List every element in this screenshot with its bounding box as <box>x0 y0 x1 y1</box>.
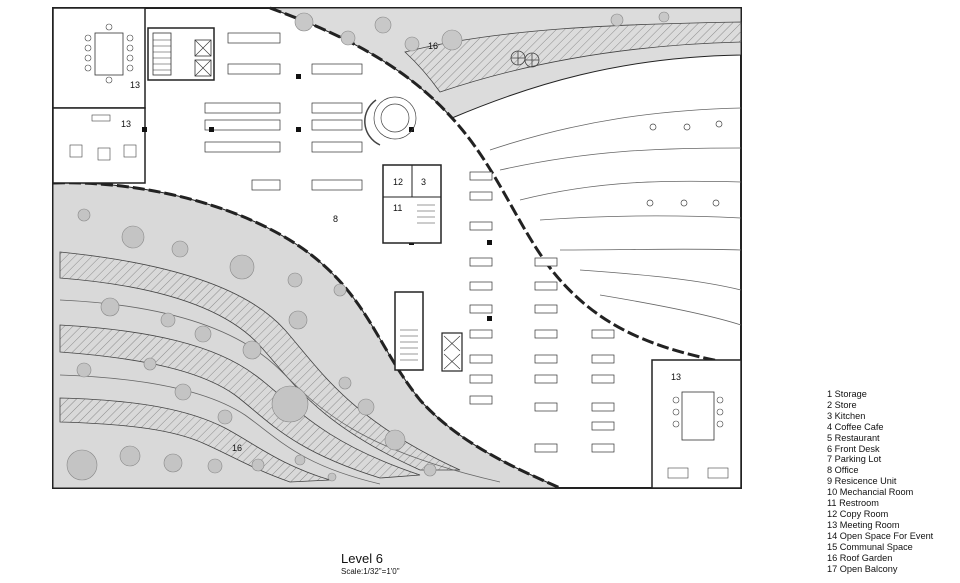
legend-item: 14 Open Space For Event <box>827 530 934 541</box>
office-desks <box>204 32 615 453</box>
meeting-room-left <box>52 107 146 184</box>
glass-curtain-bottom <box>52 181 561 490</box>
hatched-band-1 <box>59 251 461 471</box>
legend-item: 17 Open Balcony <box>827 563 898 574</box>
label-meeting-room-left: 13 <box>121 119 131 129</box>
garden-path-curves <box>59 299 501 485</box>
round-table-cluster <box>364 96 417 146</box>
drawing-scale: Scale:1/32"=1'0" <box>341 567 400 576</box>
label-meeting-room-top: 13 <box>130 80 140 90</box>
label-copy-room: 12 <box>393 177 403 187</box>
trees-top-right <box>294 11 670 52</box>
legend-item: 10 Mechancial Room <box>827 487 914 498</box>
legend-item: 12 Copy Room <box>827 508 889 519</box>
legend-item: 7 Parking Lot <box>827 454 882 465</box>
stair-core-middle <box>394 291 463 372</box>
trees-bottom-left <box>66 208 437 482</box>
legend-item: 15 Communal Space <box>827 541 913 552</box>
meeting-room-right <box>651 359 742 489</box>
legend-item: 6 Front Desk <box>827 443 880 454</box>
stair-core-top <box>147 27 215 81</box>
glass-curtain-top <box>269 6 742 367</box>
patio-umbrellas <box>510 50 540 68</box>
label-roof-garden-bottom: 16 <box>232 443 242 453</box>
label-restroom: 11 <box>393 203 402 213</box>
drawing-title: Level 6 <box>341 551 383 566</box>
service-core <box>382 164 442 244</box>
label-kitchen: 3 <box>421 177 426 187</box>
legend-item: 5 Restaurant <box>827 432 880 443</box>
label-roof-garden-top: 16 <box>428 41 438 51</box>
hatched-band-top <box>404 21 742 93</box>
label-meeting-room-right: 13 <box>671 372 681 382</box>
meeting-room-top-left <box>52 7 146 109</box>
courtyard-seating <box>646 120 723 207</box>
legend-item: 1 Storage <box>827 389 867 399</box>
legend-item: 13 Meeting Room <box>827 519 900 530</box>
legend-item: 16 Roof Garden <box>827 552 893 563</box>
legend-item: 3 Kitchen <box>827 410 866 421</box>
legend-item: 8 Office <box>827 465 859 476</box>
legend-item: 4 Coffee Cafe <box>827 421 884 432</box>
label-office: 8 <box>333 214 338 224</box>
legend-item: 11 Restroom <box>827 498 879 509</box>
legend-item: 2 Store <box>827 399 857 410</box>
courtyard-curves <box>489 107 742 326</box>
legend-item: 9 Resicence Unit <box>827 476 897 487</box>
